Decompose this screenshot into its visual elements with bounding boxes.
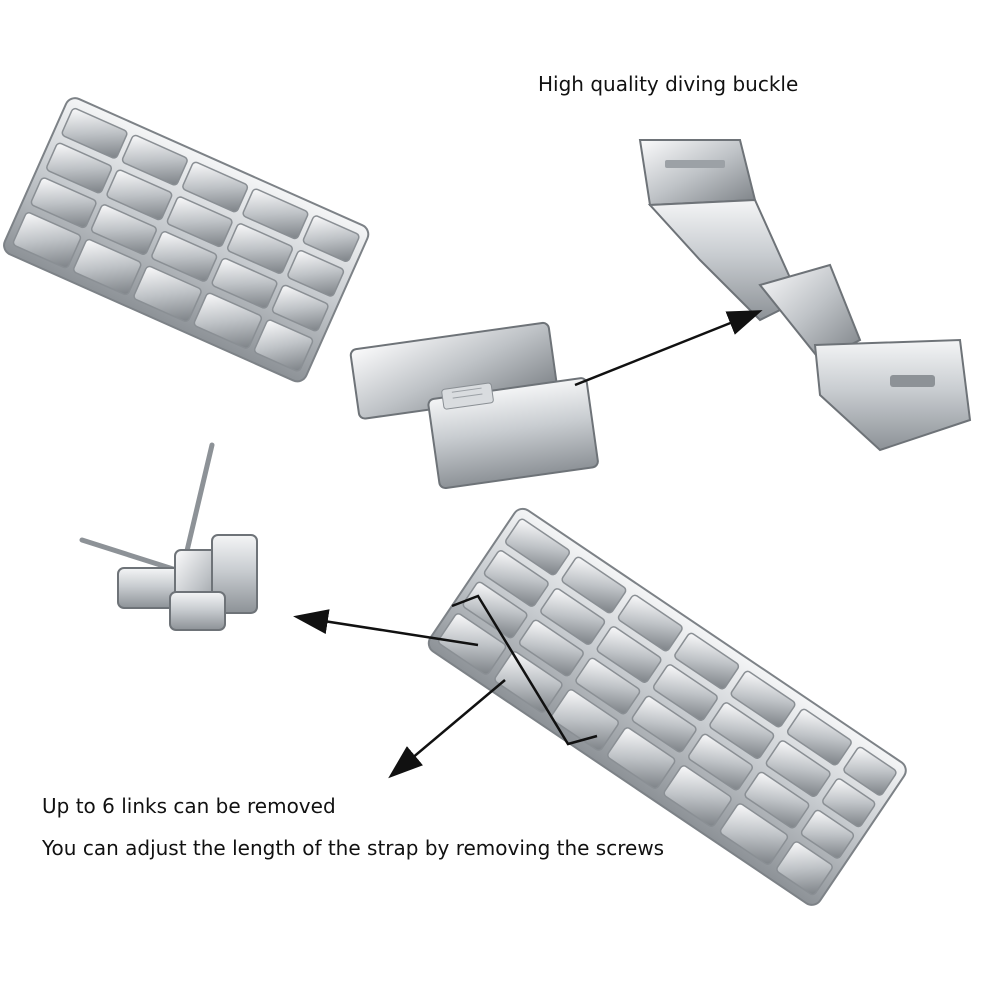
arrow-to-text <box>388 679 506 779</box>
adjust-caption: You can adjust the length of the strap b… <box>42 836 665 860</box>
links-caption: Up to 6 links can be removed <box>42 794 336 818</box>
buckle-caption: High quality diving buckle <box>538 72 799 96</box>
bracelet-lower <box>427 507 907 906</box>
bracelet-clasp <box>349 321 599 490</box>
removed-link-icon <box>79 442 258 631</box>
diving-buckle-icon <box>638 139 972 452</box>
arrow-to-link <box>293 609 479 647</box>
bracelet-upper <box>3 97 370 383</box>
bracket-icon <box>451 594 598 746</box>
arrow-to-buckle <box>574 310 763 387</box>
